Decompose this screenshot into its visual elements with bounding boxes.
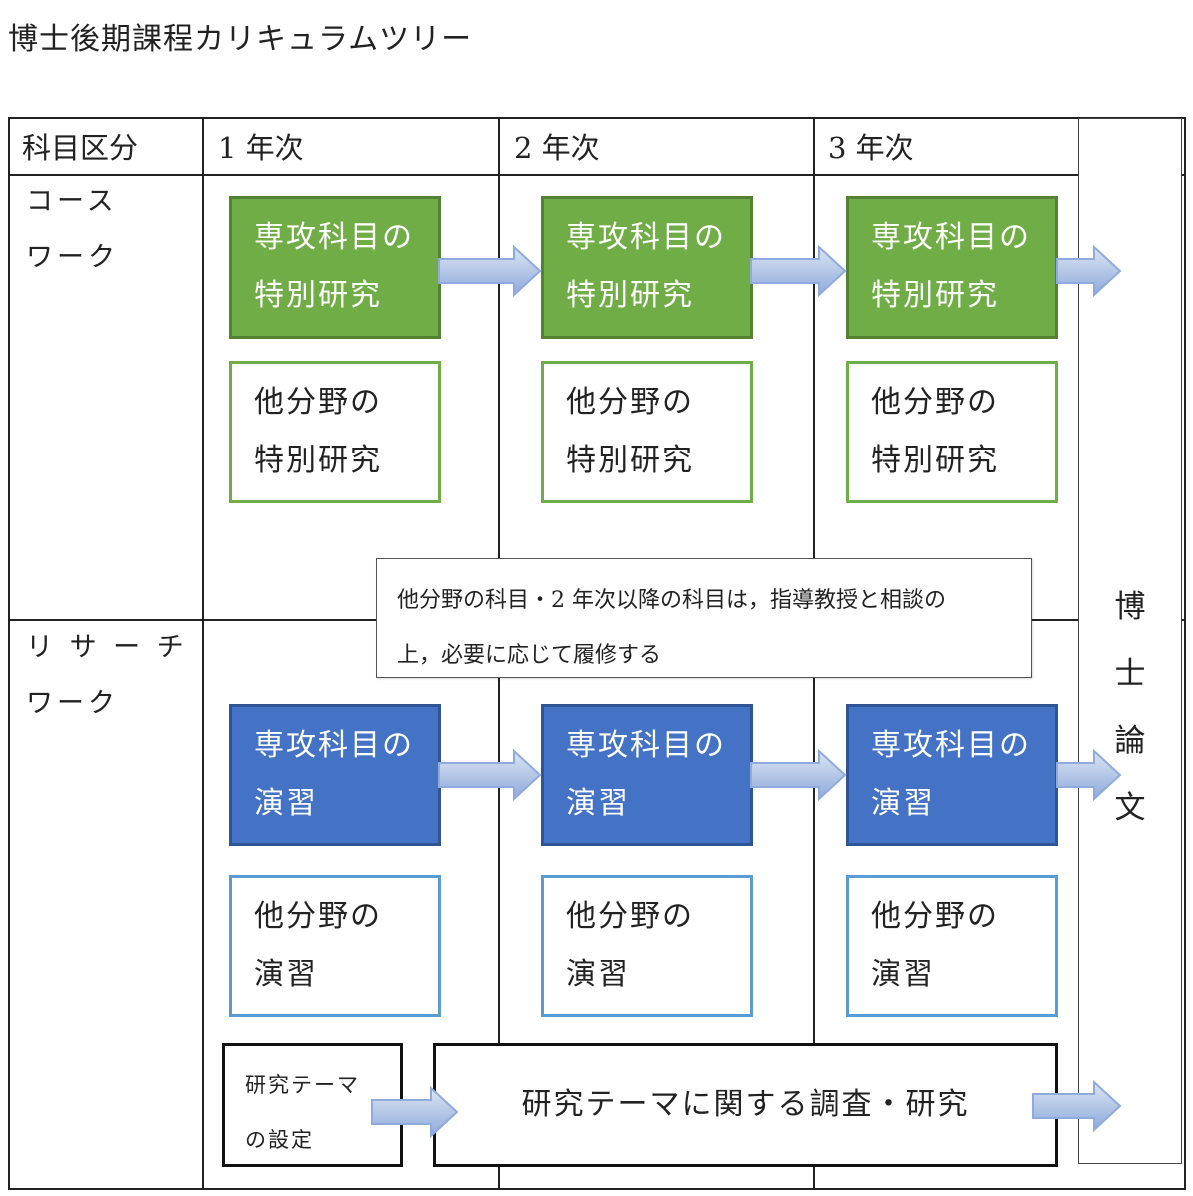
row-label-researchwork: リ サ ー チ ワーク <box>26 632 188 719</box>
arrow-research-2to3 <box>750 748 847 802</box>
header-year3: 3 年次 <box>828 131 914 165</box>
page-title: 博士後期課程カリキュラムツリー <box>8 22 473 57</box>
header-category: 科目区分 <box>22 131 139 165</box>
course-other-year1: 他分野の特別研究 <box>229 361 441 503</box>
research-main-year2: 専攻科目の演習 <box>541 704 753 846</box>
course-other-year2: 他分野の特別研究 <box>541 361 753 503</box>
arrow-course-1to2 <box>438 244 542 298</box>
research-theme-investigation-box: 研究テーマに関する調査・研究 <box>433 1043 1058 1167</box>
arrow-theme-research-tothesis <box>1032 1079 1122 1133</box>
header-year1: 1 年次 <box>218 131 304 165</box>
header-year2: 2 年次 <box>514 131 600 165</box>
research-other-year3: 他分野の演習 <box>846 875 1058 1017</box>
arrow-research-3tothesis <box>1056 748 1122 802</box>
research-other-year1: 他分野の演習 <box>229 875 441 1017</box>
course-main-year1: 専攻科目の特別研究 <box>229 196 441 339</box>
course-other-year3: 他分野の特別研究 <box>846 361 1058 503</box>
elective-note: 他分野の科目・2 年次以降の科目は，指導教授と相談の 上，必要に応じて履修する <box>376 558 1032 678</box>
arrow-research-1to2 <box>438 748 542 802</box>
row-label-coursework: コース ワーク <box>26 186 119 273</box>
arrow-course-2to3 <box>750 244 847 298</box>
course-main-year3: 専攻科目の特別研究 <box>846 196 1058 339</box>
arrow-theme-setting-to-research <box>371 1085 459 1139</box>
arrow-course-3tothesis <box>1056 244 1122 298</box>
research-other-year2: 他分野の演習 <box>541 875 753 1017</box>
